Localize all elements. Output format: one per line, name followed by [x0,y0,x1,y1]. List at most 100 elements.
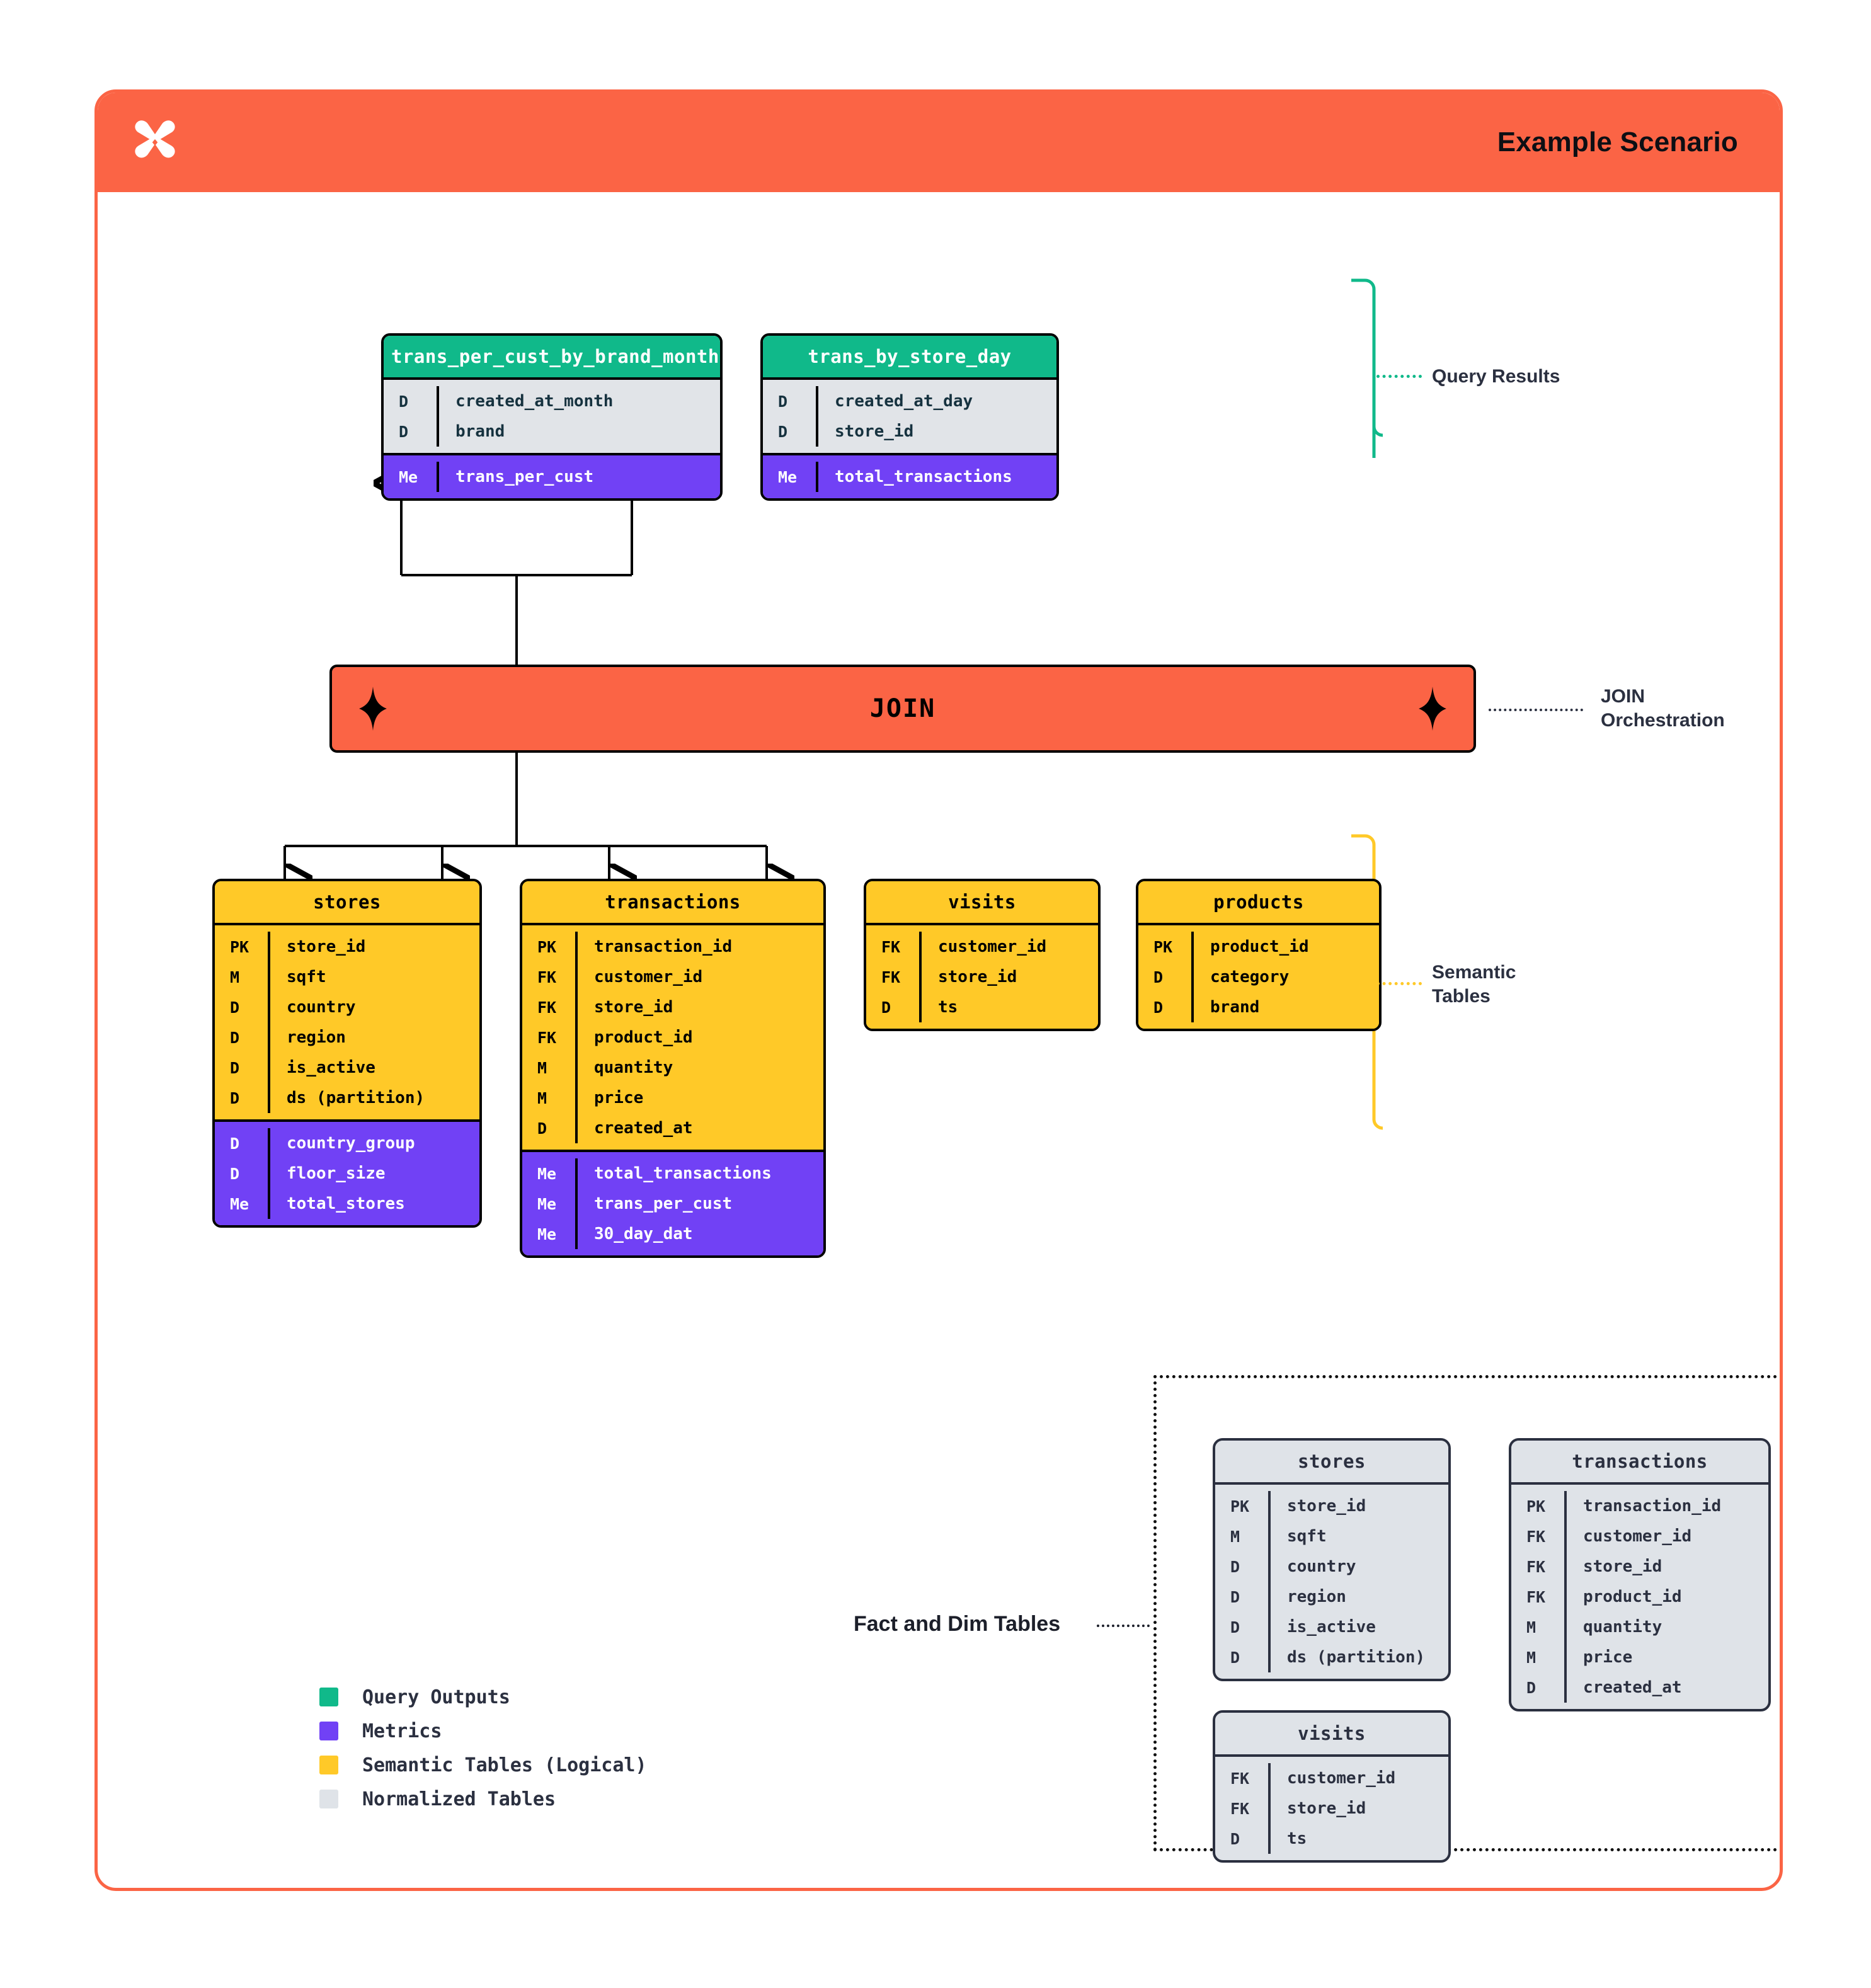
row-column: created_at [594,1119,693,1138]
query-result-table-trans-per-cust-by-brand-month[interactable]: trans_per_cust_by_brand_month D created_… [381,333,723,501]
row-key: M [215,962,270,992]
row-key: PK [1511,1491,1567,1521]
row-column: region [1287,1587,1346,1606]
row-key: Me [522,1158,578,1189]
table-title: trans_by_store_day [763,336,1056,377]
table-row: D created_at_month [384,386,720,416]
row-column: store_id [287,937,366,956]
row-column: brand [455,422,505,441]
row-key: PK [1215,1491,1271,1521]
legend-label: Semantic Tables (Logical) [362,1754,647,1776]
row-column: total_transactions [835,467,1012,486]
row-key: FK [1215,1763,1271,1793]
row-key: Me [215,1189,270,1219]
row-key: D [866,992,922,1022]
row-column: ts [938,998,958,1017]
row-column: trans_per_cust [594,1194,733,1213]
row-column: transaction_id [1583,1497,1722,1516]
semantic-tables-leader-line [1376,982,1422,985]
row-column: brand [1210,998,1260,1017]
fact-dim-leader-line [1097,1625,1150,1627]
row-column: total_transactions [594,1164,772,1183]
legend-label: Query Outputs [362,1686,510,1708]
dimension-section: D created_at_day D store_id [763,377,1056,453]
join-annotation-line2: Orchestration [1601,709,1725,731]
table-title: stores [215,881,479,923]
row-key: FK [522,962,578,992]
row-key: D [384,416,439,447]
row-key: FK [866,962,922,992]
table-row: Me total_transactions [522,1158,823,1189]
row-column: store_id [1287,1799,1366,1818]
join-leader-line [1489,709,1583,711]
row-column: customer_id [1583,1527,1692,1546]
row-key: D [215,1083,270,1113]
row-key: M [522,1083,578,1113]
row-column: total_stores [287,1194,405,1213]
row-column: trans_per_cust [455,467,594,486]
legend-swatch-normalized-tables [319,1790,338,1808]
row-column: store_id [1583,1557,1662,1576]
query-results-annotation: Query Results [1432,366,1560,387]
row-column: customer_id [938,937,1047,956]
row-key: D [215,1128,270,1158]
row-key: D [1138,992,1194,1022]
table-row: Me total_stores [215,1189,479,1219]
table-row: Me trans_per_cust [384,462,720,492]
legend: Query Outputs Metrics Semantic Tables (L… [319,1680,647,1816]
row-key: D [763,416,818,447]
row-column: ds (partition) [1287,1648,1426,1667]
row-column: 30_day_dat [594,1225,693,1243]
query-results-leader-line [1376,375,1422,378]
row-column: is_active [287,1058,375,1077]
join-orchestration-bar[interactable]: JOIN [329,665,1476,753]
legend-item: Semantic Tables (Logical) [319,1748,647,1782]
table-title: visits [1215,1713,1448,1754]
row-column: country_group [287,1134,415,1153]
fact-dim-group-box [1153,1375,1780,1851]
row-key: PK [522,932,578,962]
sparkle-diamond-icon [359,687,387,731]
row-column: sqft [287,968,326,986]
row-key: D [1215,1612,1271,1642]
metric-section: Me total_transactions [763,453,1056,498]
row-column: price [1583,1648,1633,1667]
table-row: FK customer_id [522,962,823,992]
row-key: FK [522,992,578,1022]
scenario-card: Example Scenario [94,89,1783,1891]
row-column: customer_id [594,968,703,986]
query-result-table-trans-by-store-day[interactable]: trans_by_store_day D created_at_day D st… [760,333,1059,501]
legend-item: Normalized Tables [319,1782,647,1816]
row-key: FK [522,1022,578,1053]
row-column: quantity [594,1058,673,1077]
